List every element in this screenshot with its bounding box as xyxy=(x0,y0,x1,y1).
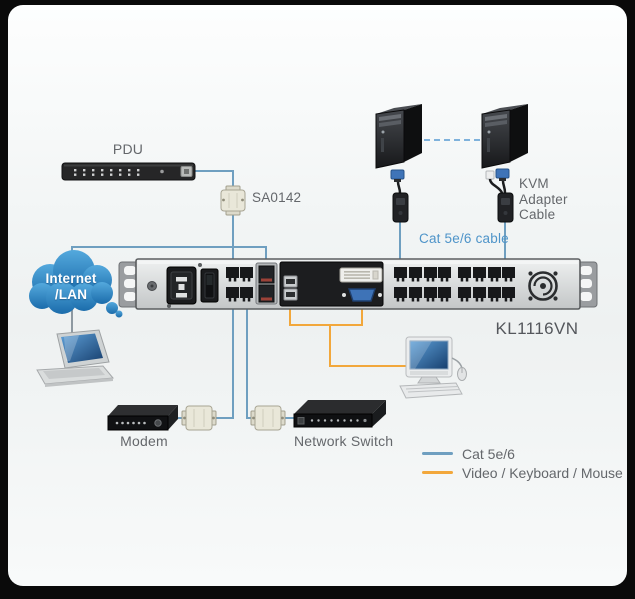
kvm-adapter-cable-label-line1: KVM xyxy=(519,176,549,191)
legend-row-cat5: Cat 5e/6 xyxy=(422,444,623,463)
kvm-switch xyxy=(118,258,598,310)
sa0142-label: SA0142 xyxy=(252,190,302,205)
usb-ports xyxy=(283,275,298,301)
kvm-adapter-cable-label: KVM Adapter Cable xyxy=(519,176,568,223)
dual-port-module xyxy=(255,262,278,305)
legend: Cat 5e/6 Video / Keyboard / Mouse xyxy=(422,444,623,482)
internet-cloud xyxy=(29,250,123,318)
server-2 xyxy=(481,104,528,169)
console-panel xyxy=(279,261,384,307)
pdu-device xyxy=(61,162,196,181)
sa0142-adapter xyxy=(220,185,246,216)
kvm-adapter-dongle-2 xyxy=(485,168,514,223)
pdu-label: PDU xyxy=(112,141,144,157)
server-1 xyxy=(375,104,422,169)
device-model-label: KL1116VN xyxy=(495,319,579,338)
cloud-label-line2: /LAN xyxy=(54,286,88,302)
cat-cable-label: Cat 5e/6 cable xyxy=(419,231,509,246)
internet-lan-label: Internet /LAN xyxy=(27,271,115,302)
modem-device xyxy=(107,405,178,431)
cloud-label-line1: Internet xyxy=(45,271,97,286)
db-adapter-2 xyxy=(250,405,286,431)
kvm-adapter-cable-label-line2: Adapter xyxy=(519,191,568,207)
console-computer xyxy=(399,336,467,399)
power-switch xyxy=(200,268,219,303)
dvi-port xyxy=(339,267,383,283)
fan-grille-icon xyxy=(528,271,558,301)
legend-swatch-cat5 xyxy=(422,452,453,455)
db-adapter-1 xyxy=(181,405,217,431)
kvm-adapter-cable-label-line3: Cable xyxy=(519,207,556,222)
kvm-adapter-dongle-1 xyxy=(390,169,409,223)
power-inlet xyxy=(166,266,197,305)
kvm-cable-lines xyxy=(289,305,407,367)
legend-label-cat5: Cat 5e/6 xyxy=(462,445,515,462)
legend-row-vkm: Video / Keyboard / Mouse xyxy=(422,463,623,482)
laptop xyxy=(36,329,114,387)
network-switch-label: Network Switch xyxy=(294,433,394,449)
network-switch-device xyxy=(293,400,386,428)
vga-port xyxy=(342,288,382,302)
legend-swatch-vkm xyxy=(422,471,453,474)
modem-label: Modem xyxy=(120,433,168,449)
legend-label-vkm: Video / Keyboard / Mouse xyxy=(462,464,623,481)
